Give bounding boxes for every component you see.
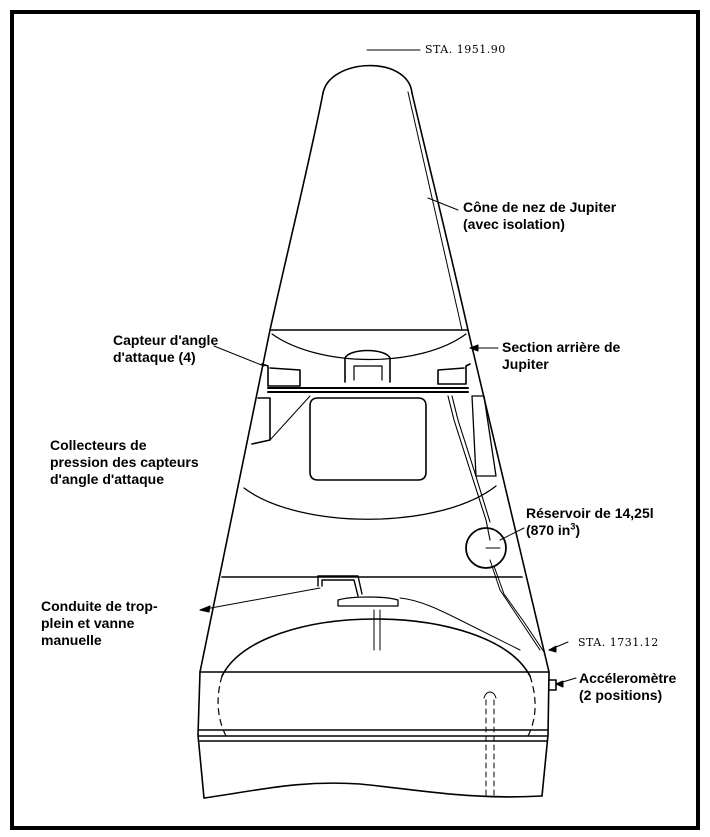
station-label-top: STA. 1951.90 [425,43,506,56]
reservoir-volume: (870 in [526,522,571,538]
manifold-ring [267,387,469,393]
reservoir-volume-exponent: 3 [570,521,576,532]
label-reservoir-line2: (870 in3) [526,522,654,539]
label-aoa-sensor-line1: Capteur d'angle [113,332,219,348]
label-aft-section-line2: Jupiter [502,356,549,372]
cone-outline-right [411,92,550,673]
cone-insulation-line [407,91,463,331]
skirt-rings [197,729,549,742]
label-reservoir: Réservoir de 14,25l (870 in3) [526,505,654,539]
lower-dome [221,618,531,677]
cone-outline-left [199,92,324,673]
diagram-frame [10,10,700,830]
label-aft-section: Section arrière de Jupiter [502,339,620,373]
label-overflow-line1: Conduite de trop- [41,598,158,614]
section-dome [271,333,467,360]
access-panel [309,397,427,481]
label-accelerometer: Accéleromètre (2 positions) [579,670,676,704]
label-nose-cone-line1: Cône de nez de Jupiter [463,199,617,215]
side-panel-right [471,395,497,477]
plumbing-lines [447,395,491,541]
label-aoa-sensor-line2: d'attaque (4) [113,349,196,365]
dashed-outline [217,675,536,737]
skirt-right [541,671,550,797]
label-manifolds-line2: pression des capteurs [50,454,199,470]
label-reservoir-line1: Réservoir de 14,25l [526,505,654,521]
label-accelerometer-line1: Accéleromètre [579,670,677,686]
label-nose-cone: Cône de nez de Jupiter (avec isolation) [463,199,616,233]
station-label-bottom: STA. 1731.12 [578,636,659,649]
label-aft-section-line1: Section arrière de [502,339,621,355]
leader-nose-cone [427,197,459,211]
aoa-sensor-right [437,363,471,385]
overflow-pipe [317,575,363,597]
label-overflow: Conduite de trop- plein et vanne manuell… [41,598,158,649]
leader-manifolds [269,395,311,441]
leader-overflow [199,587,321,611]
reservoir-sphere [465,527,507,569]
label-overflow-line3: manuelle [41,632,102,648]
top-hatch [344,349,391,383]
label-aoa-sensor: Capteur d'angle d'attaque (4) [113,332,218,366]
skirt-bottom [203,782,543,799]
label-overflow-line2: plein et vanne [41,615,135,631]
label-manifolds-line1: Collecteurs de [50,437,147,453]
label-manifolds: Collecteurs de pression des capteurs d'a… [50,437,199,488]
leader-aoa-sensor [213,345,265,367]
skirt-left [197,671,205,799]
accelerometer [548,679,557,691]
label-nose-cone-line2: (avec isolation) [463,216,565,232]
side-panel-left [251,397,271,445]
leader-reservoir [499,527,525,541]
aoa-sensor-left [261,363,301,387]
vertical-rod [485,699,495,799]
label-accelerometer-line2: (2 positions) [579,687,663,703]
mid-dome [243,485,497,520]
nose-tip [322,64,413,94]
reservoir-volume-close: ) [575,522,581,538]
label-manifolds-line3: d'angle d'attaque [50,471,165,487]
valve-lines [399,597,521,651]
